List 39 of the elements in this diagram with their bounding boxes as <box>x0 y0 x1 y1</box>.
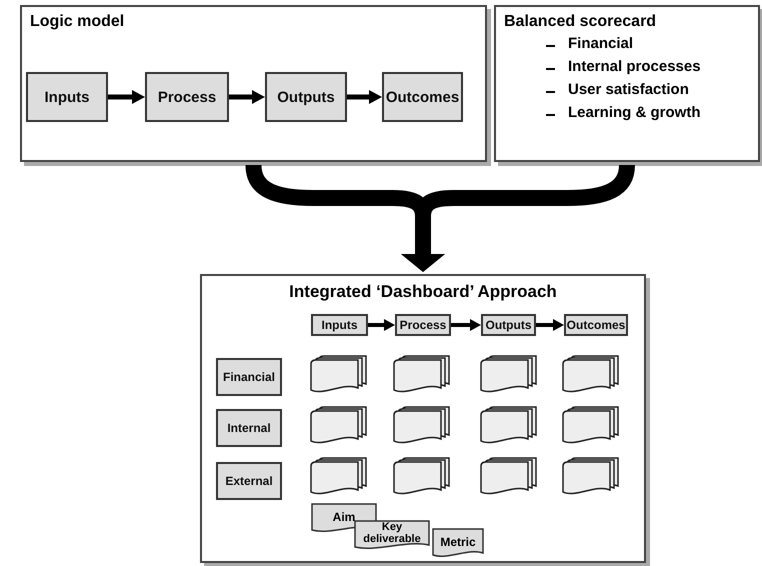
process-box: External <box>216 462 282 500</box>
document-stack-icon <box>480 405 540 445</box>
list-item: User satisfaction <box>568 81 689 98</box>
document-stack-icon <box>393 405 453 445</box>
document-stack-icon <box>393 456 453 496</box>
document-stack-icon <box>393 354 453 394</box>
document-card: Key deliverable <box>354 520 430 548</box>
process-box: Process <box>395 314 451 336</box>
process-box: Internal <box>216 409 282 447</box>
document-stack-icon <box>310 354 370 394</box>
arrow <box>368 319 395 331</box>
process-box: Outputs <box>265 72 347 122</box>
arrow <box>229 90 265 104</box>
process-box: Inputs <box>311 314 368 336</box>
arrow <box>451 319 481 331</box>
process-box: Outputs <box>481 314 536 336</box>
panel-title: Logic model <box>30 13 124 31</box>
panel-title: Balanced scorecard <box>504 13 656 31</box>
merge-arrow <box>401 164 635 272</box>
process-box: Process <box>145 72 229 122</box>
document-stack-icon <box>562 405 622 445</box>
arrow <box>536 319 564 331</box>
document-stack-icon <box>562 354 622 394</box>
process-box: Outcomes <box>564 314 628 336</box>
arrow <box>108 90 145 104</box>
list-item: Financial <box>568 35 634 52</box>
arrow <box>347 90 382 104</box>
list-item: Learning & growth <box>568 104 700 121</box>
document-card: Metric <box>432 528 484 556</box>
process-box: Financial <box>216 358 282 396</box>
document-stack-icon <box>310 456 370 496</box>
document-stack-icon <box>562 456 622 496</box>
panel-title: Integrated ‘Dashboard’ Approach <box>288 282 558 302</box>
document-stack-icon <box>480 354 540 394</box>
document-stack-icon <box>310 405 370 445</box>
list-item: Internal processes <box>568 58 701 75</box>
process-box: Inputs <box>26 72 108 122</box>
process-box: Outcomes <box>382 72 463 122</box>
document-stack-icon <box>480 456 540 496</box>
